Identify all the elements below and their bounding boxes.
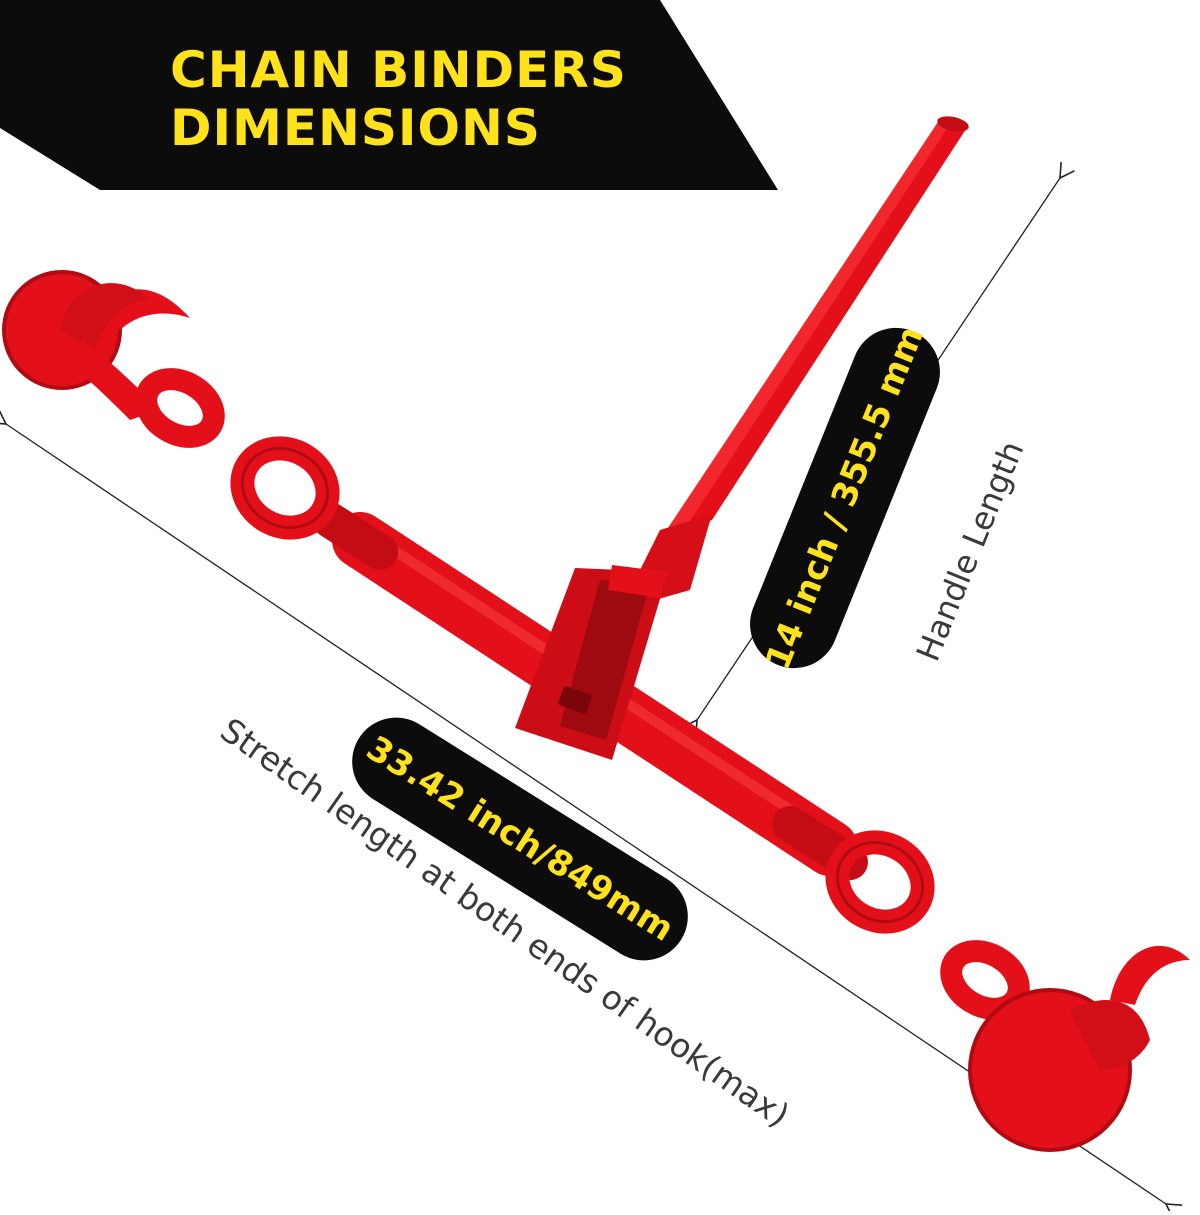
right-hook <box>968 945 1190 1152</box>
right-chain <box>825 830 1030 1020</box>
title-banner <box>0 0 778 190</box>
banner-title-line-2: DIMENSIONS <box>170 99 541 157</box>
left-chain <box>135 368 340 540</box>
left-hook <box>2 270 190 420</box>
ratchet-body <box>515 565 668 760</box>
banner-title-line-1: CHAIN BINDERS <box>170 41 627 99</box>
